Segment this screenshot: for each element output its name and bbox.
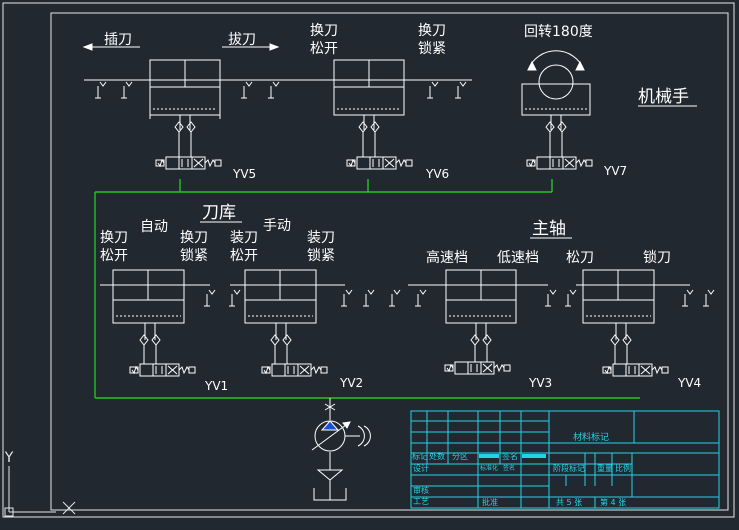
insert-arrow bbox=[82, 43, 140, 51]
cylinder-spindle-speed bbox=[408, 269, 548, 340]
tb-sign-date: 签名 bbox=[503, 464, 515, 472]
cylinder-change-tool bbox=[272, 59, 472, 130]
hydraulic-pump bbox=[311, 398, 371, 501]
solenoid-valve-yv7: YV7 bbox=[526, 121, 627, 178]
tb-scale: 比例 bbox=[615, 463, 631, 473]
limit-switch bbox=[682, 289, 694, 307]
outer-frame bbox=[2, 2, 735, 518]
limit-switch bbox=[415, 289, 427, 307]
tb-review: 审核 bbox=[413, 485, 429, 495]
label-mag-change-lock-1: 换刀 bbox=[180, 229, 208, 246]
label-insert-tool: 插刀 bbox=[104, 32, 132, 48]
valve-label-yv6: YV6 bbox=[425, 167, 449, 181]
rotary-actuator bbox=[521, 50, 591, 130]
label-rotate: 回转180度 bbox=[524, 24, 593, 40]
valve-label-yv7: YV7 bbox=[603, 164, 627, 178]
tb-design: 设计 bbox=[413, 463, 429, 473]
cylinder-magazine-load bbox=[230, 269, 345, 340]
solenoid-valve-yv6: YV6 bbox=[346, 121, 449, 181]
cylinder-magazine-change bbox=[100, 269, 210, 340]
solenoid-valve-yv5: YV5 bbox=[155, 121, 256, 181]
label-auto: 自动 bbox=[140, 219, 168, 235]
limit-switch bbox=[545, 289, 557, 307]
limit-switch bbox=[229, 289, 241, 307]
valve-label-yv3: YV3 bbox=[528, 376, 552, 390]
label-tool-magazine: 刀库 bbox=[202, 203, 236, 223]
solenoid-valve-yv3: YV3 bbox=[444, 334, 552, 390]
cylinder-spindle-clamp bbox=[576, 269, 690, 340]
tb-standardization: 标准化 bbox=[480, 464, 498, 472]
tb-stage-mark: 阶段标记 bbox=[553, 463, 585, 473]
limit-switches-layer bbox=[95, 81, 715, 307]
cylinder-insert-pull bbox=[84, 59, 282, 130]
tb-zone: 分区 bbox=[452, 452, 468, 461]
valve-label-yv2: YV2 bbox=[339, 376, 363, 390]
label-change-tool-release-2: 松开 bbox=[310, 41, 338, 57]
label-mag-change-release-2: 松开 bbox=[100, 248, 128, 264]
label-manipulator: 机械手 bbox=[638, 87, 689, 107]
valve-label-yv1: YV1 bbox=[204, 379, 228, 393]
label-change-tool-lock-2: 锁紧 bbox=[418, 41, 446, 57]
ucs-icon bbox=[4, 466, 76, 517]
label-mag-change-release: 换刀 松开 bbox=[100, 229, 132, 264]
label-load-release: 装刀 松开 bbox=[230, 230, 262, 264]
tb-count: 处数 bbox=[429, 451, 445, 461]
title-fill-2 bbox=[522, 454, 546, 458]
label-load-lock-2: 锁紧 bbox=[307, 248, 335, 264]
label-change-tool-lock: 换刀 锁紧 bbox=[418, 22, 450, 57]
limit-switch bbox=[427, 81, 439, 99]
pull-arrow bbox=[222, 43, 280, 51]
solenoid-valve-yv4: YV4 bbox=[602, 334, 701, 390]
limit-switch bbox=[455, 81, 467, 99]
limit-switch bbox=[363, 289, 375, 307]
label-lock-tool: 锁刀 bbox=[643, 250, 671, 266]
label-load-lock: 装刀 锁紧 bbox=[307, 230, 339, 264]
label-low-speed: 低速档 bbox=[497, 250, 539, 266]
limit-switch bbox=[241, 81, 253, 99]
tb-mark: 标记 bbox=[412, 451, 428, 461]
label-change-tool-release-1: 换刀 bbox=[310, 22, 338, 39]
label-high-speed: 高速档 bbox=[426, 249, 468, 266]
label-manual: 手动 bbox=[263, 218, 291, 234]
label-load-release-1: 装刀 bbox=[230, 230, 258, 246]
title-fill-1 bbox=[479, 454, 499, 458]
label-load-release-2: 松开 bbox=[230, 248, 258, 264]
tb-material-mark: 材料标记 bbox=[573, 431, 609, 443]
tb-approve: 批准 bbox=[482, 497, 498, 507]
inner-border bbox=[50, 12, 729, 511]
limit-switch bbox=[204, 289, 216, 307]
limit-switch bbox=[389, 289, 401, 307]
limit-switch bbox=[121, 81, 133, 99]
tb-sheet-no: 第 4 张 bbox=[600, 497, 626, 507]
tb-weight: 重量 bbox=[597, 463, 613, 473]
limit-switch bbox=[95, 81, 107, 99]
label-spindle: 主轴 bbox=[532, 219, 566, 239]
solenoid-valve-yv1: YV1 bbox=[129, 334, 228, 393]
label-release-tool: 松刀 bbox=[566, 250, 594, 266]
title-block bbox=[410, 410, 720, 509]
title-block-text: 材料标记 标记 处数 分区 签名 设计 标准化 签名 阶段标记 重量 比例 审核… bbox=[412, 431, 631, 507]
limit-switch bbox=[565, 289, 577, 307]
label-pull-tool: 拔刀 bbox=[228, 32, 256, 48]
label-mag-change-lock-2: 锁紧 bbox=[180, 248, 208, 264]
limit-switch bbox=[268, 81, 280, 99]
tb-signature: 签名 bbox=[502, 451, 518, 461]
label-mag-change-lock: 换刀 锁紧 bbox=[180, 229, 212, 264]
valve-label-yv5: YV5 bbox=[232, 167, 256, 181]
ucs-y-label: Y bbox=[4, 450, 14, 466]
tb-total-sheets: 共 5 张 bbox=[556, 498, 582, 507]
supply-line bbox=[94, 179, 640, 399]
label-load-lock-1: 装刀 bbox=[307, 230, 335, 246]
limit-switch bbox=[703, 289, 715, 307]
limit-switch bbox=[341, 289, 353, 307]
label-mag-change-release-1: 换刀 bbox=[100, 229, 128, 246]
valve-label-yv4: YV4 bbox=[677, 376, 701, 390]
solenoid-valve-yv2: YV2 bbox=[261, 334, 363, 390]
label-change-tool-release: 换刀 松开 bbox=[310, 22, 342, 57]
tb-process: 工艺 bbox=[413, 497, 429, 506]
label-change-tool-lock-1: 换刀 bbox=[418, 22, 446, 39]
